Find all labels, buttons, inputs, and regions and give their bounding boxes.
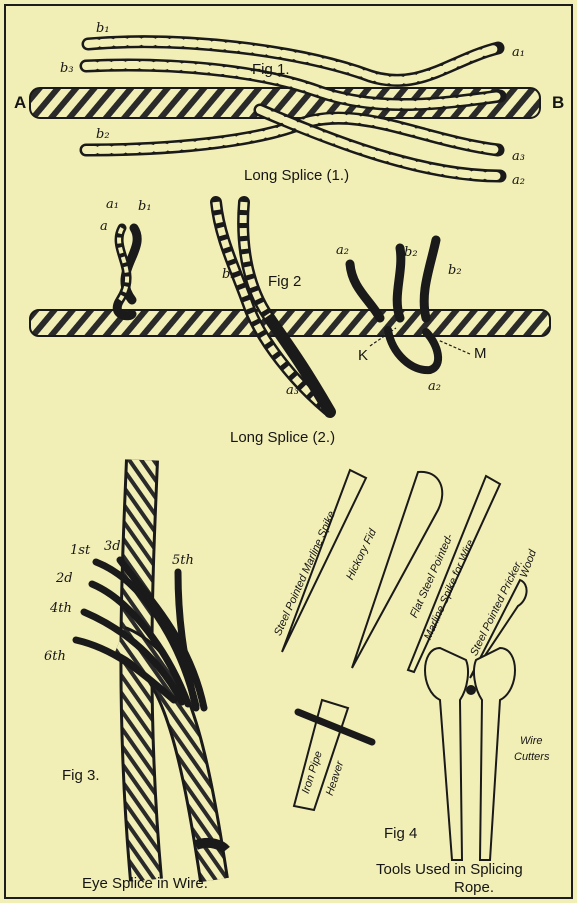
fig3-drawing — [76, 460, 226, 880]
fig1-end-b: B — [552, 94, 564, 111]
cutters-handle-right — [474, 648, 515, 860]
cutters-handle-left — [425, 648, 468, 860]
fig3-strand-2d: 2d — [56, 572, 73, 585]
fig1-strand-b3: b₃ — [60, 62, 74, 75]
fig2-label-b2-mid: b₂ — [404, 246, 418, 259]
fig2-label-a1: a₁ — [106, 198, 119, 211]
fig3-caption: Eye Splice in Wire. — [82, 876, 208, 891]
fig1-strand-a1: a₁ — [512, 46, 525, 59]
fig2-label-k: K — [358, 348, 368, 363]
fig1-strand-a3: a₃ — [512, 150, 525, 163]
fig3-strand-5th: 5th — [172, 554, 194, 567]
fig2-drawing — [30, 202, 550, 412]
fig1-end-a: A — [14, 94, 26, 111]
fig2-label-b2-right: b₂ — [448, 264, 462, 277]
fig2-label-a2-bottom: a₂ — [428, 380, 441, 393]
fig3-strand-1st: 1st — [70, 544, 90, 557]
fig3-strand-3d: 3d — [104, 540, 121, 553]
fig3-strand-6th: 6th — [44, 650, 66, 663]
fig1-strand-b2: b₂ — [96, 128, 110, 141]
fig2-title: Fig 2 — [268, 274, 301, 289]
fig1-strand-b1: b₁ — [96, 22, 110, 35]
fig1-caption: Long Splice (1.) — [244, 168, 349, 183]
fig2-label-b1: b₁ — [138, 200, 152, 213]
fig3-title: Fig 3. — [62, 768, 100, 783]
fig2-label-a: a — [100, 220, 108, 233]
fig4-caption-line1: Tools Used in Splicing — [376, 862, 523, 877]
fig2-label-m: M — [474, 346, 487, 361]
fig1-title: Fig.1. — [252, 62, 290, 77]
tool-cutters-label-2: Cutters — [514, 752, 549, 763]
fig3-strand-4th: 4th — [50, 602, 72, 615]
fig1-strand-a2: a₂ — [512, 174, 525, 187]
fig2-label-a2-top: a₂ — [336, 244, 349, 257]
fig2-label-b3: b₃ — [222, 268, 236, 281]
fig4-title: Fig 4 — [384, 826, 417, 841]
fig2-caption: Long Splice (2.) — [230, 430, 335, 445]
tool-cutters-label-1: Wire — [520, 736, 543, 747]
fig4-caption-line2: Rope. — [454, 880, 494, 895]
fig2-label-a3: a₃ — [286, 384, 299, 397]
fig2-main-rope — [30, 310, 550, 336]
